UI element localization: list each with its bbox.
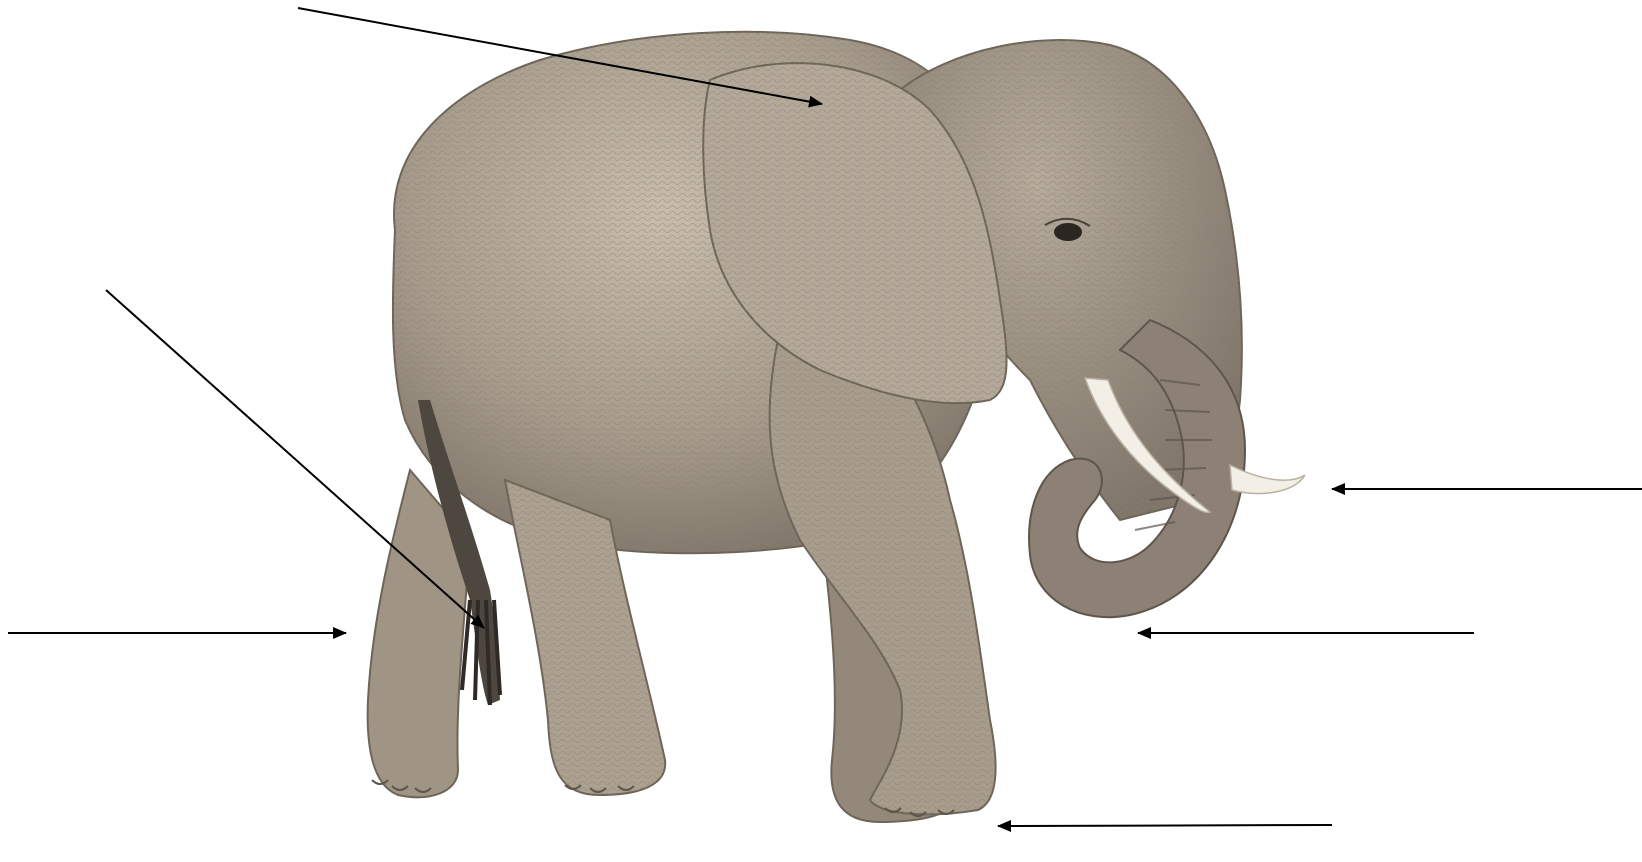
elephant-illustration: [368, 32, 1305, 822]
pointer-foot: [998, 825, 1332, 826]
elephant-eye: [1054, 223, 1082, 241]
